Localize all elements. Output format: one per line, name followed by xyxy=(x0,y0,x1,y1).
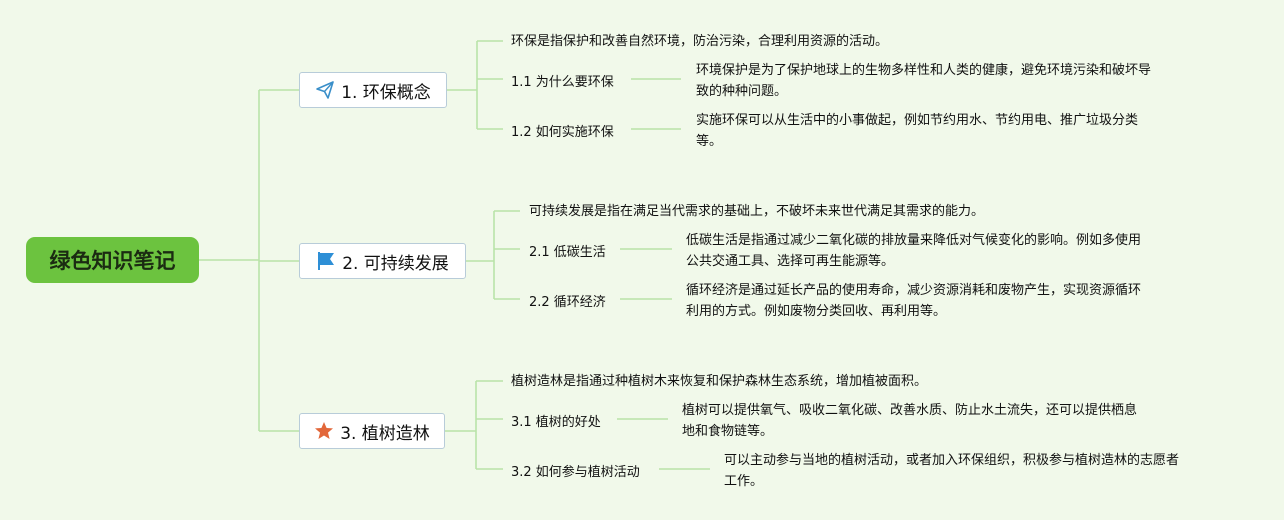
sub-topic-2-2-text: 循环经济是通过延长产品的使用寿命，减少资源消耗和废物产生，实现资源循环 利用的方… xyxy=(686,280,1141,322)
text-line: 实施环保可以从生活中的小事做起，例如节约用水、节约用电、推广垃圾分类 xyxy=(696,113,1139,128)
text-line: 可以主动参与当地的植树活动，或者加入环保组织，积极参与植树造林的志愿者 xyxy=(724,453,1180,468)
text-line: 公共交通工具、选择可再生能源等。 xyxy=(686,254,895,269)
text-line: 利用的方式。例如废物分类回收、再利用等。 xyxy=(686,304,947,319)
text-line: 循环经济是通过延长产品的使用寿命，减少资源消耗和废物产生，实现资源循环 xyxy=(686,283,1142,298)
flag-icon xyxy=(316,251,336,271)
branch-2-definition: 可持续发展是指在满足当代需求的基础上，不破坏未来世代满足其需求的能力。 xyxy=(529,204,985,219)
sub-topic-1-1[interactable]: 1.1 为什么要环保 xyxy=(511,75,614,90)
text-line: 环境保护是为了保护地球上的生物多样性和人类的健康，避免环境污染和破坏导 xyxy=(696,63,1152,78)
branch-node-2[interactable]: 2. 可持续发展 xyxy=(299,243,466,279)
branch-node-3[interactable]: 3. 植树造林 xyxy=(299,413,445,449)
branch-label: 2. 可持续发展 xyxy=(342,253,449,274)
sub-topic-3-1-text: 植树可以提供氧气、吸收二氧化碳、改善水质、防止水土流失，还可以提供栖息 地和食物… xyxy=(682,400,1137,442)
sub-topic-1-2-text: 实施环保可以从生活中的小事做起，例如节约用水、节约用电、推广垃圾分类 等。 xyxy=(696,110,1138,152)
branch-node-1[interactable]: 1. 环保概念 xyxy=(299,72,447,108)
text-line: 致的种种问题。 xyxy=(696,84,788,99)
text-line: 低碳生活是指通过减少二氧化碳的排放量来降低对气候变化的影响。例如多使用 xyxy=(686,233,1142,248)
sub-topic-2-1[interactable]: 2.1 低碳生活 xyxy=(529,245,606,260)
sub-topic-1-1-text: 环境保护是为了保护地球上的生物多样性和人类的健康，避免环境污染和破坏导 致的种种… xyxy=(696,60,1151,102)
sub-topic-3-2-text: 可以主动参与当地的植树活动，或者加入环保组织，积极参与植树造林的志愿者 工作。 xyxy=(724,450,1179,492)
text-line: 植树可以提供氧气、吸收二氧化碳、改善水质、防止水土流失，还可以提供栖息 xyxy=(682,403,1138,418)
sub-topic-2-1-text: 低碳生活是指通过减少二氧化碳的排放量来降低对气候变化的影响。例如多使用 公共交通… xyxy=(686,230,1141,272)
sub-topic-2-2[interactable]: 2.2 循环经济 xyxy=(529,295,606,310)
sub-topic-1-2[interactable]: 1.2 如何实施环保 xyxy=(511,125,614,140)
text-line: 地和食物链等。 xyxy=(682,424,774,439)
branch-label: 1. 环保概念 xyxy=(341,82,431,103)
branch-label: 3. 植树造林 xyxy=(340,423,430,444)
text-line: 工作。 xyxy=(724,474,764,489)
text-line: 等。 xyxy=(696,134,723,149)
root-node[interactable]: 绿色知识笔记 xyxy=(26,237,199,283)
branch-3-definition: 植树造林是指通过种植树木来恢复和保护森林生态系统，增加植被面积。 xyxy=(511,374,928,389)
branch-1-definition: 环保是指保护和改善自然环境，防治污染，合理利用资源的活动。 xyxy=(511,34,889,49)
root-label: 绿色知识笔记 xyxy=(49,249,176,273)
sub-topic-3-2[interactable]: 3.2 如何参与植树活动 xyxy=(511,465,640,480)
paper-plane-icon xyxy=(315,80,335,100)
sub-topic-3-1[interactable]: 3.1 植树的好处 xyxy=(511,415,601,430)
star-icon xyxy=(314,421,334,441)
